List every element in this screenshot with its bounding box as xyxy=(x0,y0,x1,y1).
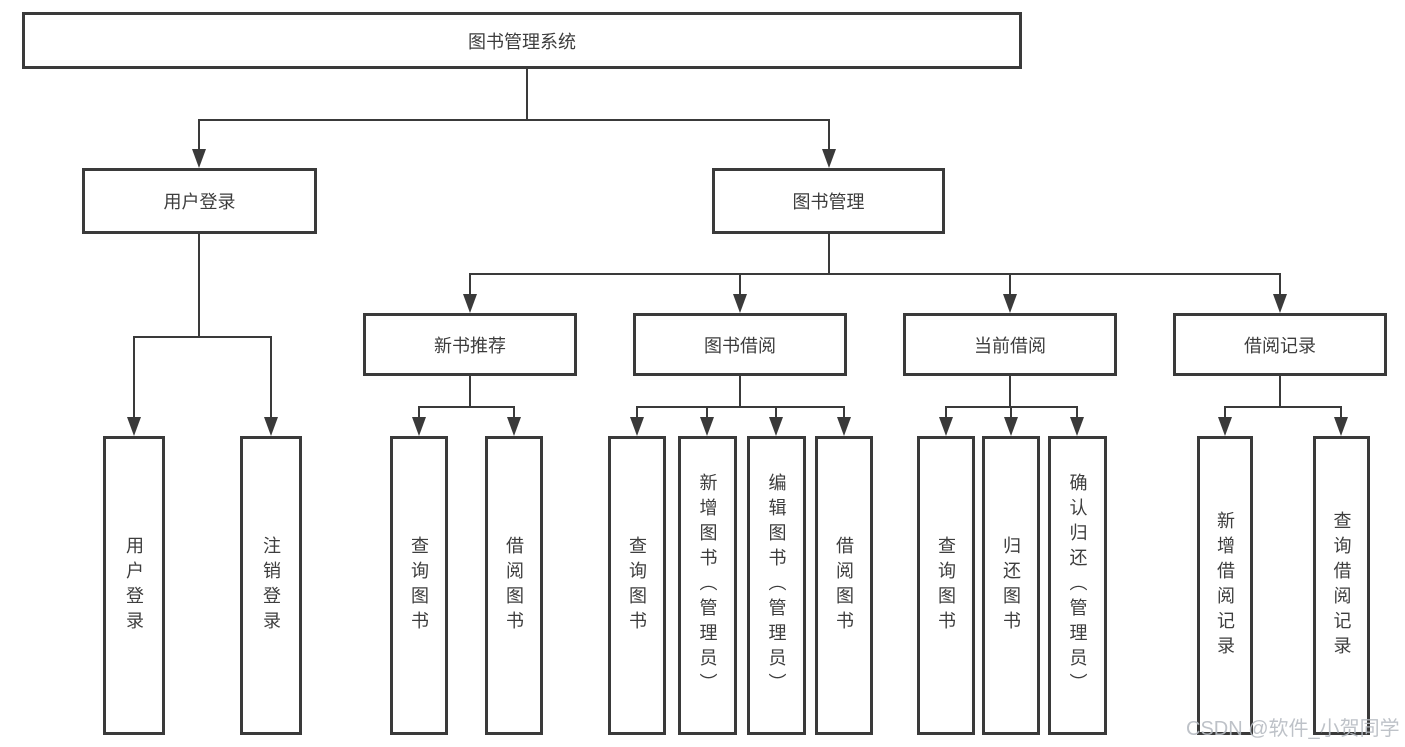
leaf-borrow-query-books-label: 查询图书 xyxy=(627,535,647,636)
arrowhead-icon xyxy=(769,417,783,436)
leaf-current-query-books-label: 查询图书 xyxy=(936,535,956,636)
node-user-login-label: 用户登录 xyxy=(163,192,236,212)
connector-line xyxy=(1010,406,1012,421)
node-book-management: 图书管理 xyxy=(712,168,945,234)
leaf-current-confirm-return-admin-label: 确认归还（管理员） xyxy=(1067,473,1088,698)
arrowhead-icon xyxy=(264,417,278,436)
connector-line xyxy=(469,273,471,298)
connector-line xyxy=(843,406,845,421)
leaf-recommend-borrow-books-label: 借阅图书 xyxy=(504,535,524,636)
connector-line xyxy=(945,406,947,421)
connector-line xyxy=(526,68,528,120)
node-book-borrow-label: 图书借阅 xyxy=(704,335,776,356)
arrowhead-icon xyxy=(507,417,521,436)
connector-line xyxy=(133,336,272,338)
connector-line xyxy=(1340,406,1342,421)
arrowhead-icon xyxy=(1273,294,1287,313)
leaf-user-login-label: 用户登录 xyxy=(124,535,144,636)
leaf-current-query-books: 查询图书 xyxy=(917,436,975,735)
arrowhead-icon xyxy=(630,417,644,436)
connector-line xyxy=(469,273,1281,275)
connector-line xyxy=(513,406,515,421)
leaf-recommend-borrow-books: 借阅图书 xyxy=(485,436,543,735)
connector-line xyxy=(739,273,741,298)
leaf-recommend-query-books: 查询图书 xyxy=(390,436,448,735)
leaf-borrow-borrow-books-label: 借阅图书 xyxy=(834,535,854,636)
arrowhead-icon xyxy=(939,417,953,436)
node-new-book-recommend: 新书推荐 xyxy=(363,313,577,376)
connector-line xyxy=(1076,406,1078,421)
connector-line xyxy=(198,119,830,121)
leaf-record-query-record-label: 查询借阅记录 xyxy=(1331,510,1352,661)
node-borrow-record: 借阅记录 xyxy=(1173,313,1387,376)
node-root: 图书管理系统 xyxy=(22,12,1022,69)
arrowhead-icon xyxy=(1334,417,1348,436)
leaf-record-query-record: 查询借阅记录 xyxy=(1313,436,1370,735)
leaf-record-add-record-label: 新增借阅记录 xyxy=(1215,510,1235,661)
connector-line xyxy=(418,406,420,421)
leaf-borrow-edit-books-admin: 编辑图书（管理员） xyxy=(747,436,806,735)
leaf-recommend-query-books-label: 查询图书 xyxy=(409,535,429,636)
connector-line xyxy=(1279,273,1281,298)
node-current-borrow-label: 当前借阅 xyxy=(974,335,1046,356)
arrowhead-icon xyxy=(127,417,141,436)
connector-line xyxy=(1009,273,1011,298)
arrowhead-icon xyxy=(1070,417,1084,436)
arrowhead-icon xyxy=(1004,417,1018,436)
connector-line xyxy=(1009,375,1011,408)
connector-line xyxy=(418,406,515,408)
connector-line xyxy=(636,406,638,421)
connector-line xyxy=(636,406,844,408)
connector-line xyxy=(739,375,741,408)
connector-line xyxy=(828,119,830,151)
node-book-management-label: 图书管理 xyxy=(792,192,865,212)
node-new-book-recommend-label: 新书推荐 xyxy=(434,335,506,356)
connector-line xyxy=(775,406,777,421)
arrowhead-icon xyxy=(1003,294,1017,313)
arrowhead-icon xyxy=(822,149,836,168)
connector-line xyxy=(1224,406,1342,408)
node-root-label: 图书管理系统 xyxy=(468,31,576,52)
leaf-logout-label: 注销登录 xyxy=(261,535,281,636)
arrowhead-icon xyxy=(192,149,206,168)
node-user-login: 用户登录 xyxy=(82,168,317,234)
arrowhead-icon xyxy=(412,417,426,436)
connector-line xyxy=(706,406,708,421)
leaf-current-return-books-label: 归还图书 xyxy=(1001,535,1021,636)
node-current-borrow: 当前借阅 xyxy=(903,313,1117,376)
node-borrow-record-label: 借阅记录 xyxy=(1244,335,1316,356)
leaf-current-confirm-return-admin: 确认归还（管理员） xyxy=(1048,436,1107,735)
arrowhead-icon xyxy=(837,417,851,436)
connector-line xyxy=(1279,375,1281,408)
leaf-borrow-edit-books-admin-label: 编辑图书（管理员） xyxy=(766,473,787,698)
arrowhead-icon xyxy=(1218,417,1232,436)
leaf-user-login: 用户登录 xyxy=(103,436,165,735)
arrowhead-icon xyxy=(733,294,747,313)
arrowhead-icon xyxy=(700,417,714,436)
arrowhead-icon xyxy=(463,294,477,313)
leaf-borrow-add-books-admin-label: 新增图书（管理员） xyxy=(697,473,718,698)
leaf-logout: 注销登录 xyxy=(240,436,302,735)
connector-line xyxy=(270,336,272,421)
connector-line xyxy=(828,233,830,274)
leaf-current-return-books: 归还图书 xyxy=(982,436,1040,735)
leaf-record-add-record: 新增借阅记录 xyxy=(1197,436,1253,735)
csdn-watermark: CSDN @软件_小贺同学 xyxy=(1186,718,1400,740)
leaf-borrow-query-books: 查询图书 xyxy=(608,436,666,735)
connector-line xyxy=(469,375,471,408)
connector-line xyxy=(198,119,200,151)
connector-line xyxy=(198,233,200,337)
leaf-borrow-borrow-books: 借阅图书 xyxy=(815,436,873,735)
leaf-borrow-add-books-admin: 新增图书（管理员） xyxy=(678,436,737,735)
node-book-borrow: 图书借阅 xyxy=(633,313,847,376)
connector-line xyxy=(1224,406,1226,421)
connector-line xyxy=(133,336,135,421)
